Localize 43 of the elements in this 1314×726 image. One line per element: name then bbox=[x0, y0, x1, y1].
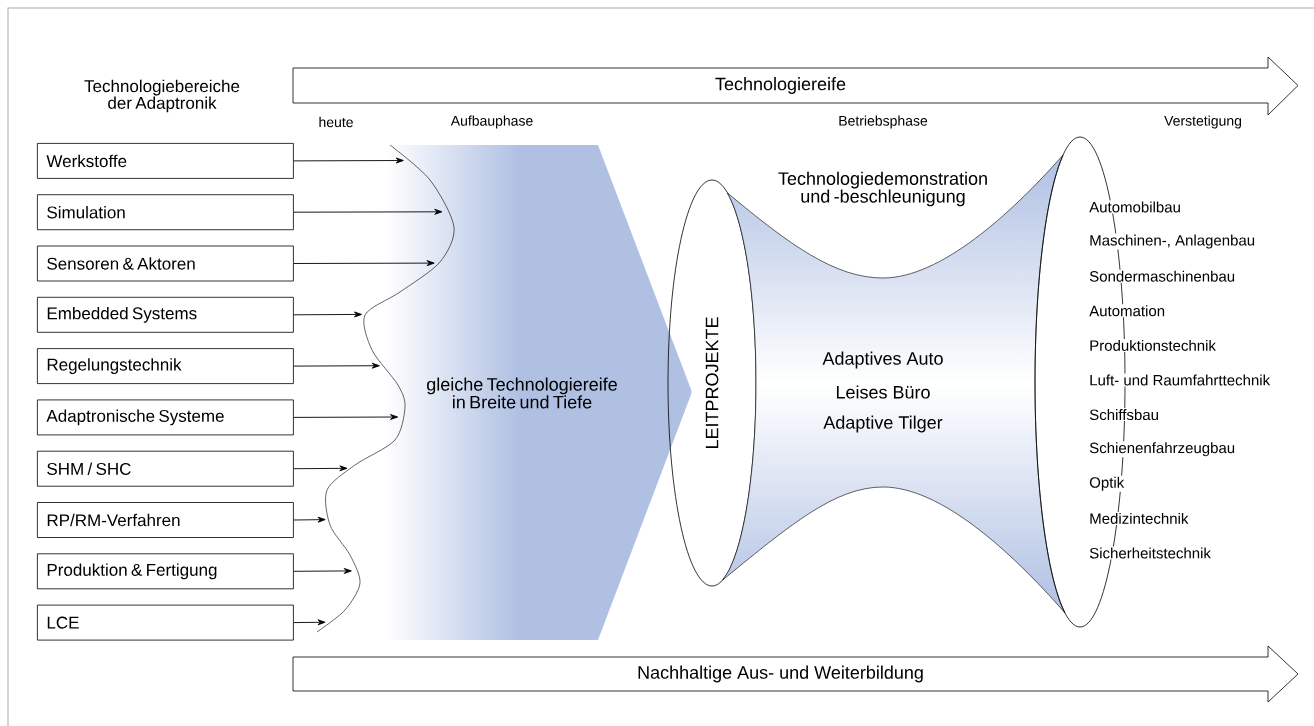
category-box: Sensoren & Aktoren bbox=[37, 245, 294, 282]
arrow bbox=[293, 311, 362, 318]
phase-label: heute bbox=[319, 116, 353, 128]
industry-label: Sicherheitstechnik bbox=[1088, 546, 1212, 560]
industry-label: Medizintechnik bbox=[1088, 511, 1190, 525]
arrow bbox=[293, 568, 352, 574]
category-box: SHM / SHC bbox=[37, 450, 294, 487]
arrow bbox=[293, 260, 435, 267]
arrow-band: Nachhaltige Aus- und Weiterbildung bbox=[292, 645, 1299, 703]
category-box: Embedded Systems bbox=[37, 296, 294, 333]
industry-label: Maschinen-, Anlagenbau bbox=[1088, 233, 1257, 250]
industry-label: Automobilbau bbox=[1088, 200, 1182, 214]
category-box: Adaptronische Systeme bbox=[37, 399, 294, 436]
phase-label: Betriebsphase bbox=[839, 115, 928, 129]
industry-label: Automation bbox=[1088, 304, 1167, 318]
category-box: LCE bbox=[37, 604, 294, 641]
category-box: Regelungstechnik bbox=[37, 348, 294, 384]
arrow-band: Technologiereife bbox=[292, 56, 1299, 116]
arrow bbox=[293, 414, 399, 420]
arrow bbox=[293, 465, 348, 472]
arrow bbox=[293, 362, 380, 369]
industry-label: Produktionstechnik bbox=[1088, 338, 1217, 352]
category-box: Werkstoffe bbox=[37, 143, 294, 179]
arrow bbox=[293, 157, 404, 164]
category-box: Produktion & Fertigung bbox=[37, 553, 294, 590]
arrow bbox=[293, 619, 326, 626]
heading: Technologiedemonstration und -beschleunigung bbox=[778, 171, 987, 207]
industry-label: Schienenfahrzeugbau bbox=[1088, 441, 1237, 458]
heading: Technologiebereiche der Adaptronik bbox=[84, 79, 240, 113]
project-name: Adaptive Tilger bbox=[823, 415, 943, 433]
phase-label: Aufbauphase bbox=[450, 115, 533, 129]
industry-label: Optik bbox=[1088, 475, 1126, 492]
arrow bbox=[293, 516, 326, 523]
industry-label: Luft- und Raumfahrttechnik bbox=[1088, 373, 1272, 387]
category-box: Simulation bbox=[37, 194, 294, 231]
phase-label: Verstetigung bbox=[1164, 115, 1241, 129]
shape-text: gleiche Technologiereife in Breite und Tiefe bbox=[427, 377, 617, 409]
industry-label: Schiffsbau bbox=[1088, 408, 1160, 422]
industry-label: Sondermaschinenbau bbox=[1088, 269, 1237, 283]
arrow bbox=[293, 208, 443, 215]
project-name: Adaptives Auto bbox=[822, 351, 943, 369]
category-box: RP/RM-Verfahren bbox=[37, 502, 294, 538]
project-name: Leises Büro bbox=[836, 385, 930, 399]
